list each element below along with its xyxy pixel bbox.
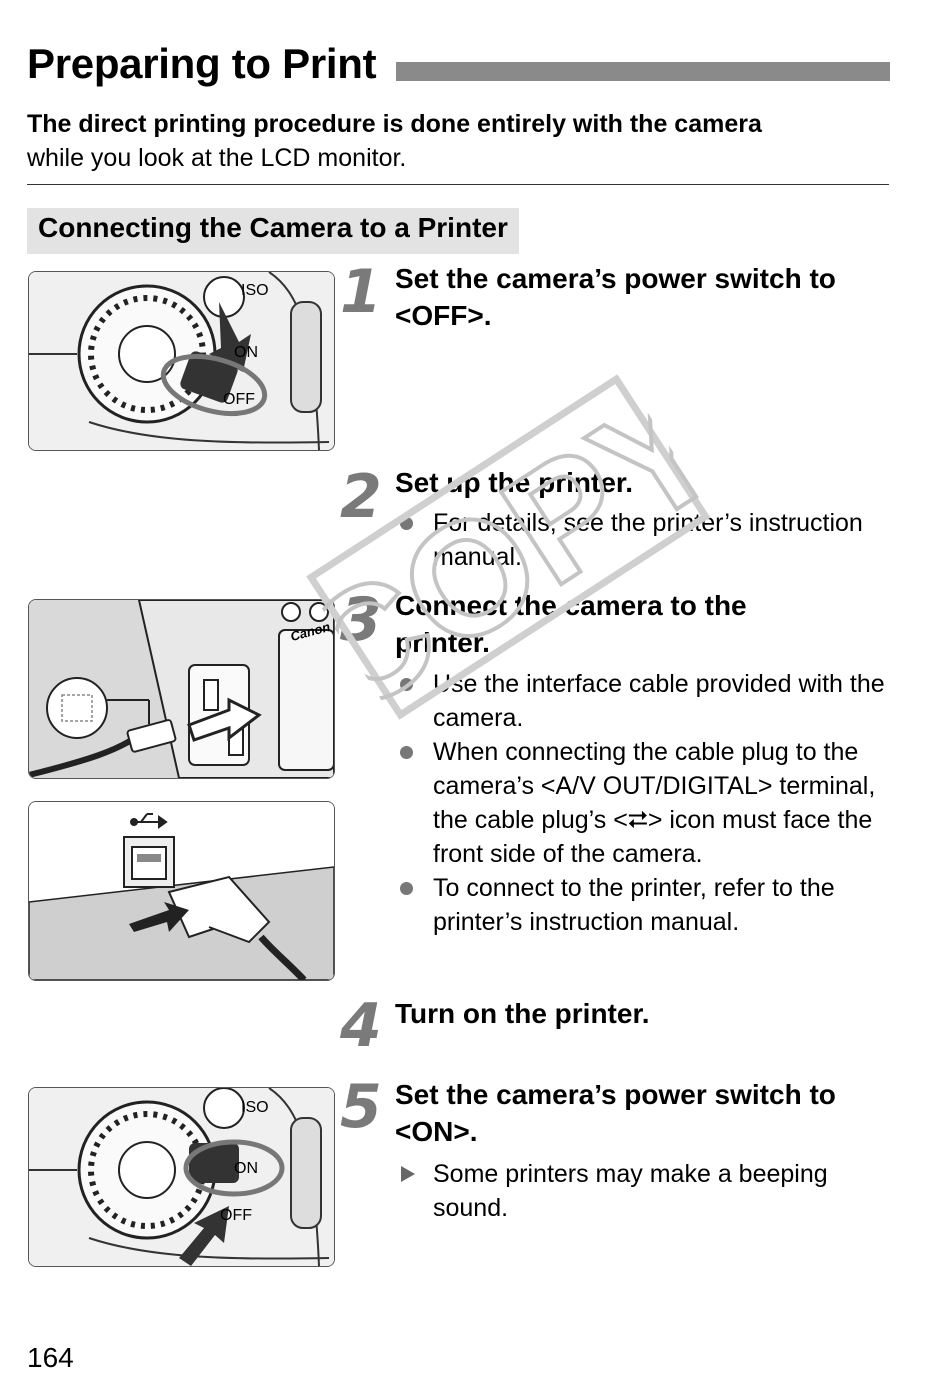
page-number: 164 [27,1342,74,1373]
dial-label-off-2: OFF [220,1207,252,1224]
dial-label-iso: ISO [241,282,269,299]
step-5-results: Some printers may make a beeping sound. [395,1157,895,1225]
step-3-bullets: Use the interface cable provided with th… [395,667,895,939]
list-item: Use the interface cable provided with th… [395,667,895,735]
camera-dial-off-drawing [29,272,334,450]
intro-bold: The direct printing procedure is done en… [27,110,762,138]
step-4-number: 4 [340,991,382,1061]
step-2-bullets: For details, see the printer’s instructi… [395,506,895,574]
list-item: Some printers may make a beeping sound. [395,1157,895,1225]
step-1-title: Set the camera’s power switch to <OFF>. [395,263,836,331]
divider [27,184,889,185]
section-heading: Connecting the Camera to a Printer [27,208,519,254]
step-3-number: 3 [340,585,382,655]
illustration-power-on [28,1087,335,1267]
intro-rest: while you look at the LCD monitor. [27,144,407,172]
step-2-number: 2 [340,462,382,532]
camera-dial-on-drawing [29,1088,334,1266]
intro-text: The direct printing procedure is done en… [27,107,907,175]
step-3-title: Connect the camera to the printer. [395,590,747,658]
dial-label-on-2: ON [234,1160,258,1177]
usb-plug-drawing [29,802,334,980]
dial-label-off: OFF [223,391,255,408]
step-1-number: 1 [340,257,382,327]
usb-symbol-icon [130,813,168,829]
page-title: Preparing to Print [27,40,377,87]
illustration-usb-plug [28,801,335,981]
list-item: To connect to the printer, refer to the … [395,871,895,939]
step-5-number: 5 [340,1072,382,1142]
dial-label-iso-2: ISO [241,1099,269,1116]
list-item: When connecting the cable plug to the ca… [395,735,895,871]
step-2-title: Set up the printer. [395,467,634,498]
dial-label-on: ON [234,344,258,361]
illustration-camera-terminal [28,599,335,779]
step-4-title: Turn on the printer. [395,998,650,1029]
illustration-power-off [28,271,335,451]
step-5-title: Set the camera’s power switch to <ON>. [395,1079,836,1147]
title-rule-bar [396,62,890,81]
camera-terminal-drawing [29,600,334,778]
list-item: For details, see the printer’s instructi… [395,506,895,574]
